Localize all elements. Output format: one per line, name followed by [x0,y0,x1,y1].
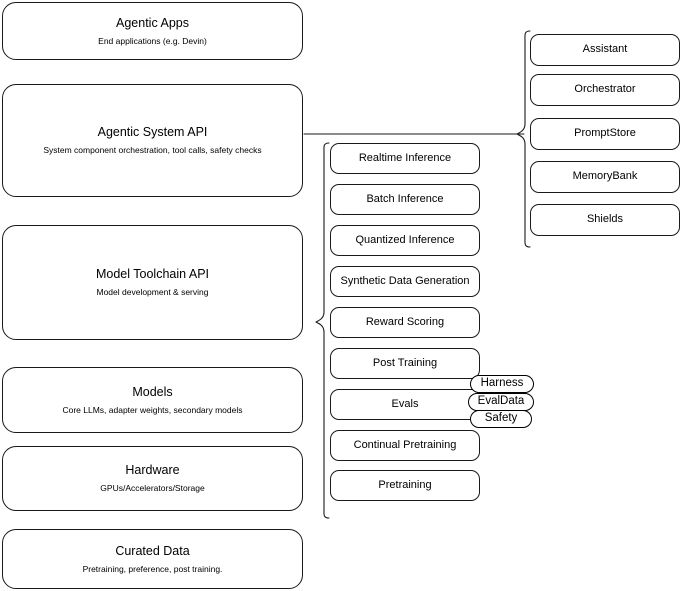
brace-toolchain-components [315,142,330,519]
layer-agentic-apps[interactable]: Agentic Apps End applications (e.g. Devi… [2,2,303,60]
toolchain-pretraining[interactable]: Pretraining [330,470,480,501]
eval-pill-safety[interactable]: Safety [470,410,532,428]
layer-title: Models [132,384,173,399]
chip-label: Quantized Inference [355,233,455,246]
layer-title: Model Toolchain API [95,267,210,282]
layer-hardware[interactable]: Hardware GPUs/Accelerators/Storage [2,446,303,511]
layer-subtitle: End applications (e.g. Devin) [98,35,207,46]
layer-subtitle: Core LLMs, adapter weights, secondary mo… [62,404,243,415]
brace-system-components [516,30,531,248]
pill-label: Safety [484,412,518,425]
chip-label: Synthetic Data Generation [340,274,470,287]
layer-title: Hardware [125,463,180,478]
toolchain-evals[interactable]: Evals [330,389,480,420]
layer-model-toolchain-api[interactable]: Model Toolchain API Model development & … [2,225,303,340]
chip-label: Continual Pretraining [353,438,457,451]
chip-label: PromptStore [574,127,636,140]
eval-pill-harness[interactable]: Harness [470,375,534,393]
layer-agentic-system-api[interactable]: Agentic System API System component orch… [2,84,303,197]
system-orchestrator[interactable]: Orchestrator [530,74,680,106]
layer-title: Agentic System API [97,125,208,140]
toolchain-synthetic-data-generation[interactable]: Synthetic Data Generation [330,266,480,297]
system-assistant[interactable]: Assistant [530,34,680,66]
toolchain-realtime-inference[interactable]: Realtime Inference [330,143,480,174]
chip-label: Shields [586,213,624,226]
layer-subtitle: Pretraining, preference, post training. [82,563,223,574]
toolchain-batch-inference[interactable]: Batch Inference [330,184,480,215]
chip-label: Batch Inference [366,192,444,205]
layer-title: Curated Data [115,543,190,558]
chip-label: Post Training [372,356,438,369]
layer-subtitle: System component orchestration, tool cal… [43,145,262,155]
layer-subtitle: Model development & serving [96,287,209,297]
system-memorybank[interactable]: MemoryBank [530,161,680,193]
layer-subtitle: GPUs/Accelerators/Storage [100,483,205,493]
chip-label: MemoryBank [572,170,638,183]
system-shields[interactable]: Shields [530,204,680,236]
pill-label: EvalData [477,395,525,408]
pill-label: Harness [480,377,524,390]
chip-label: Assistant [582,43,628,56]
toolchain-continual-pretraining[interactable]: Continual Pretraining [330,430,480,461]
toolchain-quantized-inference[interactable]: Quantized Inference [330,225,480,256]
chip-label: Evals [391,397,419,410]
layer-models[interactable]: Models Core LLMs, adapter weights, secon… [2,367,303,433]
toolchain-reward-scoring[interactable]: Reward Scoring [330,307,480,338]
eval-pill-evaldata[interactable]: EvalData [468,393,534,411]
chip-label: Orchestrator [574,83,636,96]
system-promptstore[interactable]: PromptStore [530,118,680,150]
toolchain-post-training[interactable]: Post Training [330,348,480,379]
layer-curated-data[interactable]: Curated Data Pretraining, preference, po… [2,529,303,589]
layer-title: Agentic Apps [116,15,189,30]
chip-label: Pretraining [378,478,432,491]
chip-label: Reward Scoring [365,315,445,328]
chip-label: Realtime Inference [358,151,452,164]
